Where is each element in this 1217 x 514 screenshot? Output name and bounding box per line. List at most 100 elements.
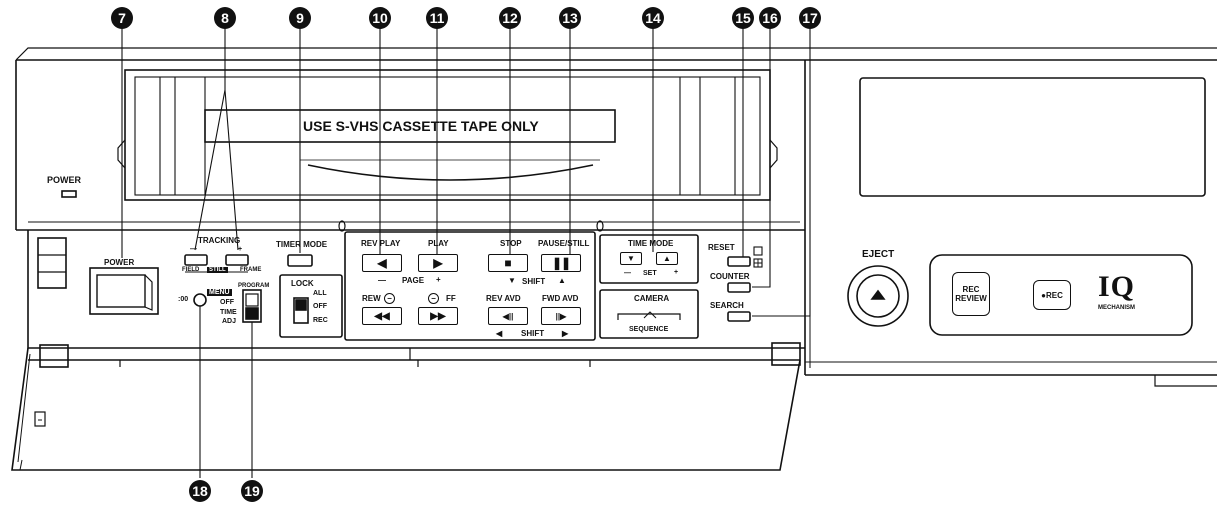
stop-button[interactable]: ■ (488, 254, 528, 272)
callout-12: 12 (499, 7, 521, 29)
adj-label: ADJ (222, 318, 237, 325)
rew-label: REW (362, 294, 381, 303)
shift-top-up: ▲ (558, 276, 566, 285)
rec-button[interactable]: ●REC (1033, 280, 1071, 310)
stop-icon: ■ (504, 256, 512, 270)
stop-label: STOP (500, 239, 522, 248)
page-label: PAGE (402, 276, 425, 285)
iq-logo: IQ (1098, 270, 1136, 303)
counter-button[interactable] (728, 283, 750, 292)
tracking-field-label: FIELD (182, 267, 200, 273)
pause-still-label: PAUSE/STILL (538, 239, 590, 248)
power-indicator-lamp (61, 190, 77, 198)
tracking-plus-button[interactable] (226, 255, 248, 265)
rec-review-line1: REC (962, 285, 980, 294)
callout-11: 11 (426, 7, 448, 29)
counter-label: COUNTER (710, 272, 750, 281)
tracking-title: TRACKING (198, 236, 241, 245)
fwd-avd-button[interactable]: ||▶ (541, 307, 581, 325)
tracking-minus-button[interactable] (185, 255, 207, 265)
set-plus: + (674, 269, 679, 276)
lock-off: OFF (313, 303, 327, 310)
rew-button[interactable]: ◀◀ (362, 307, 402, 325)
arrow-down-icon: ▼ (627, 254, 635, 263)
cassette-door-curve (307, 164, 594, 181)
callout-18: 18 (189, 480, 211, 502)
rec-panel (929, 254, 1193, 336)
callout-13: 13 (559, 7, 581, 29)
rec-review-button[interactable]: REC REVIEW (952, 272, 990, 316)
rev-play-button[interactable]: ◀ (362, 254, 402, 272)
lock-box (279, 274, 343, 338)
camera-sequence-switch[interactable] (618, 314, 680, 322)
rev-avd-button[interactable]: ◀|| (488, 307, 528, 325)
tracking-frame-label: FRAME (240, 267, 262, 273)
callout-19: 19 (241, 480, 263, 502)
search-button[interactable] (728, 312, 750, 321)
lock-switch[interactable] (294, 298, 308, 323)
power-button-label: POWER (104, 258, 135, 267)
page-minus: — (378, 276, 386, 285)
time-mode-up-button[interactable]: ▲ (656, 252, 678, 265)
callout-16: 16 (759, 7, 781, 29)
rewind-icon: ◀◀ (374, 310, 390, 322)
fwd-avd-icon: ||▶ (555, 311, 567, 321)
lock-all: ALL (313, 290, 327, 297)
tracking-minus: — (190, 246, 197, 253)
lock-rec: REC (313, 317, 328, 324)
eject-ring (847, 265, 909, 327)
rew-minus-icon: − (384, 293, 395, 304)
camera-title: CAMERA (634, 294, 670, 303)
rev-avd-icon: ◀|| (502, 311, 514, 321)
menu-time-adj-switch[interactable] (243, 290, 261, 322)
play-label: PLAY (428, 239, 449, 248)
pause-icon: ❚❚ (551, 256, 571, 270)
lock-title: LOCK (291, 279, 314, 288)
power-indicator-label: POWER (47, 175, 82, 185)
search-label: SEARCH (710, 301, 744, 310)
menu-off-label: OFF (220, 299, 234, 306)
fast-forward-icon: ▶▶ (430, 310, 446, 322)
reset-00-label: :00 (178, 296, 189, 303)
rev-play-icon: ◀ (377, 256, 387, 270)
callout-10: 10 (369, 7, 391, 29)
transport-block (344, 231, 596, 341)
callout-7: 7 (111, 7, 133, 29)
eject-label: EJECT (862, 249, 895, 260)
play-icon: ▶ (433, 256, 443, 270)
play-button[interactable]: ▶ (418, 254, 458, 272)
callout-14: 14 (642, 7, 664, 29)
shift-top-label: SHIFT (522, 277, 546, 286)
ff-label: FF (446, 294, 456, 303)
display-window (859, 77, 1206, 197)
rec-review-line2: REVIEW (955, 294, 987, 303)
ff-button[interactable]: ▶▶ (418, 307, 458, 325)
cassette-slot-text: USE S-VHS CASSETTE TAPE ONLY (303, 118, 539, 134)
reset-button[interactable] (728, 257, 750, 266)
iq-mechanism-label: MECHANISM (1098, 305, 1135, 311)
shift-bottom-label: SHIFT (521, 329, 545, 338)
time-mode-down-button[interactable]: ▼ (620, 252, 642, 265)
rev-avd-label: REV AVD (486, 294, 521, 303)
timer-mode-label: TIMER MODE (276, 240, 328, 249)
reset-label: RESET (708, 243, 735, 252)
timer-mode-button[interactable] (288, 255, 312, 266)
time-mode-title: TIME MODE (628, 239, 674, 248)
shift-bottom-left: ◀ (496, 329, 503, 338)
cassette-label-strip (204, 109, 616, 143)
page-plus: + (436, 275, 441, 284)
callout-15: 15 (732, 7, 754, 29)
opened-flap (11, 347, 801, 471)
reset-00-button[interactable] (194, 294, 206, 306)
eject-button[interactable] (857, 275, 899, 317)
fwd-avd-label: FWD AVD (542, 294, 579, 303)
rev-play-label: REV PLAY (361, 239, 401, 248)
set-minus: — (624, 270, 631, 277)
power-button[interactable] (97, 275, 145, 307)
callout-9: 9 (289, 7, 311, 29)
pause-still-button[interactable]: ❚❚ (541, 254, 581, 272)
shift-bottom-right: ▶ (562, 329, 569, 338)
tracking-still-label: STILL (207, 267, 228, 273)
